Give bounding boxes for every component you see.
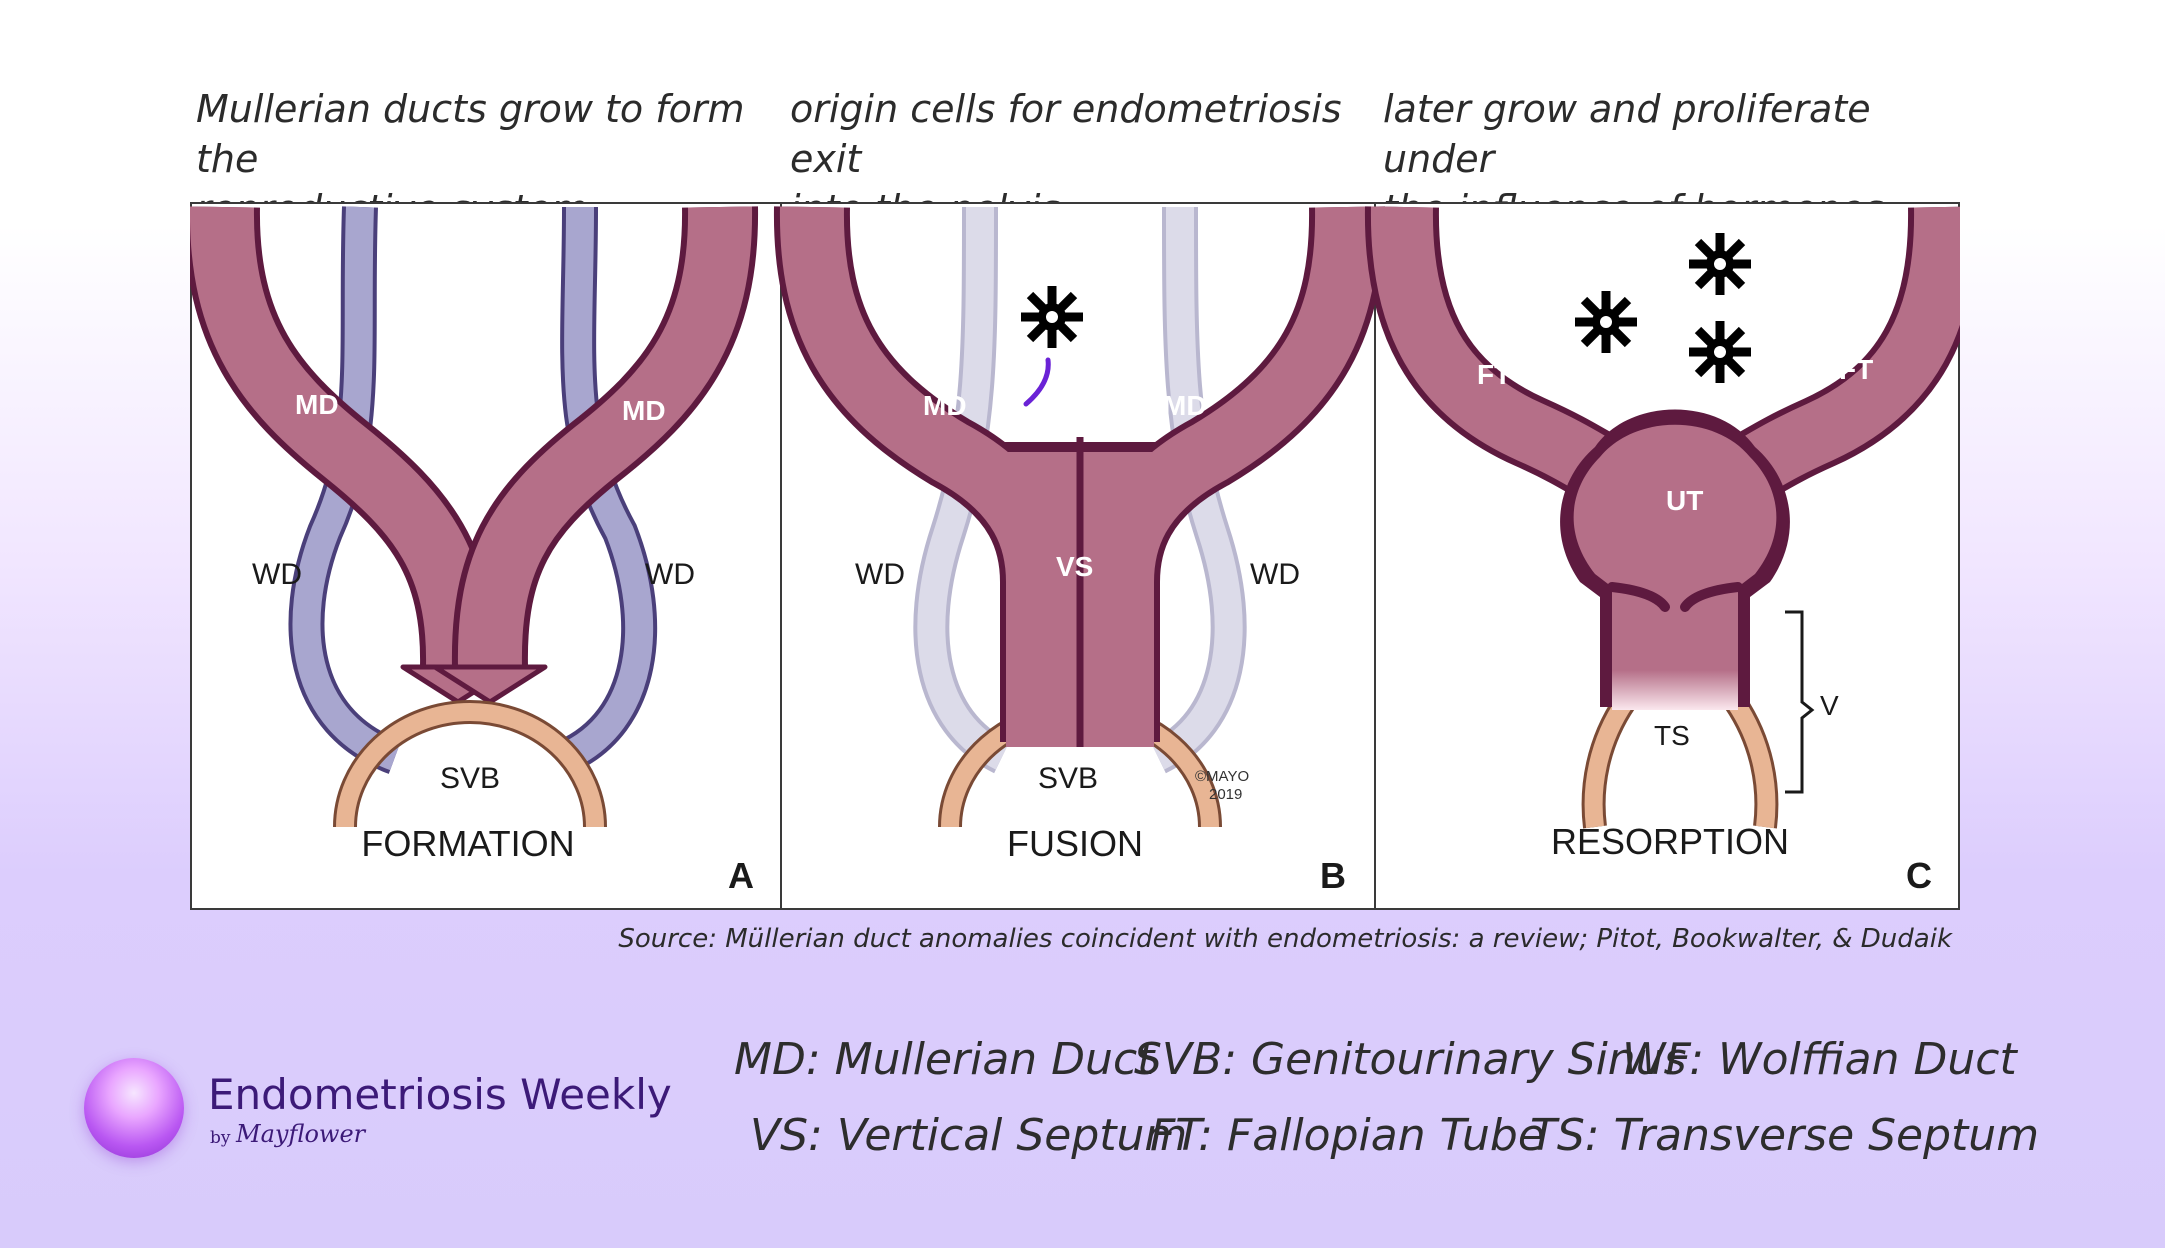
logo-icon [84,1058,184,1158]
label-svb: SVB [440,762,500,795]
uterus [1560,409,1790,710]
label-vs: VS [1056,551,1093,582]
asterisk-icon [1689,321,1751,383]
legend-svb: SVB: Genitourinary Sinus [1134,1034,1687,1085]
asterisk-icon [1575,291,1637,353]
label-md: MD [923,390,967,421]
panel-formation: MD MD WD WD SVB FORMATION A [190,206,759,896]
panel-fusion: MD MD VS WD WD SVB ©MAYO 2019 FUSION B [773,206,1386,896]
copyright-year: 2019 [1209,786,1242,803]
vagina-bracket [1785,610,1815,794]
logo-by: by [210,1128,231,1148]
legend-md: MD: Mullerian Duct [734,1034,1155,1085]
label-ts: TS [1654,720,1690,751]
asterisk-icon [1021,286,1083,348]
panel-title: FORMATION [361,823,574,864]
panel-letter: C [1906,855,1932,896]
source-citation: Source: Müllerian duct anomalies coincid… [618,924,1952,954]
label-ft: FT [1477,359,1511,390]
label-wd: WD [252,558,302,591]
label-wd: WD [855,558,905,591]
label-md: MD [622,395,666,426]
label-ft: FT [1839,354,1873,385]
panel-letter: B [1320,855,1346,896]
label-wd: WD [1250,558,1300,591]
label-ut: UT [1666,485,1703,516]
duct-development-figure: MD MD WD WD SVB FORMATION A [190,202,1960,910]
mullerian-duct-right [432,206,759,705]
panel-title: FUSION [1007,823,1143,864]
panel-title: RESORPTION [1551,821,1789,862]
label-md: MD [295,389,339,420]
mullerian-ducts-fused [773,206,1386,747]
label-md: MD [1163,390,1207,421]
wolffian-duct-left [288,206,402,774]
panel-resorption: FT FT UT V TS RESORPTION C [1364,206,1960,896]
copyright-label: ©MAYO [1195,768,1249,785]
wolffian-duct-left [913,206,1011,774]
asterisk-icon [1689,233,1751,295]
label-v: V [1820,690,1839,721]
logo-brand: Mayflower [236,1120,366,1148]
legend-vs: VS: Vertical Septum [750,1110,1188,1161]
logo-title: Endometriosis Weekly [208,1070,672,1119]
legend-wf: WF: Wolffian Duct [1622,1034,2017,1085]
legend-ts: TS: Transverse Septum [1530,1110,2040,1161]
cell-exit-mark [1023,357,1051,407]
wolffian-duct-right [1149,206,1247,774]
label-wd: WD [645,558,695,591]
panel-letter: A [728,855,754,896]
legend-ft: FT: Fallopian Tube [1150,1110,1545,1161]
wolffian-duct-right [557,206,658,774]
label-svb: SVB [1038,762,1098,795]
